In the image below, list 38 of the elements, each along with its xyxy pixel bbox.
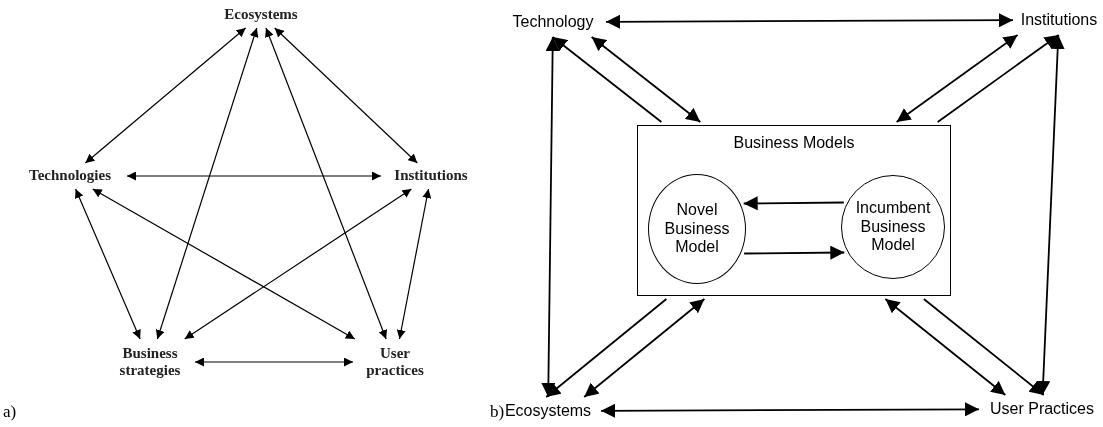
node-label: User practices (356, 342, 434, 382)
double-arrow (75, 188, 141, 340)
arrow (545, 298, 668, 398)
panel-label: b) (490, 402, 505, 422)
double-arrow (590, 36, 702, 123)
group-title: Business Models (732, 134, 856, 153)
node-label: Institutions (1016, 8, 1102, 32)
double-arrow (274, 27, 418, 164)
double-arrow (396, 188, 432, 340)
node-label: Business strategies (108, 342, 192, 382)
double-arrow (126, 171, 382, 181)
double-arrow (541, 36, 560, 398)
arrow (743, 245, 846, 260)
node-label: Technology (503, 10, 603, 34)
arrow (742, 196, 845, 211)
double-arrow (1036, 34, 1065, 396)
double-arrow (600, 402, 980, 418)
node-label: User Practices (982, 398, 1102, 420)
node-label: Ecosystems (213, 5, 309, 25)
panel-label: a) (3, 402, 17, 422)
double-arrow (84, 27, 247, 164)
node-label: Technologies (16, 166, 124, 186)
node-label: Institutions (384, 166, 478, 186)
double-arrow (895, 34, 1019, 123)
ellipse-node: Incumbent Business Model (841, 175, 945, 279)
double-arrow (583, 298, 706, 398)
double-arrow (155, 27, 259, 340)
double-arrow (884, 298, 1007, 396)
double-arrow (265, 27, 388, 340)
double-arrow (194, 357, 354, 367)
arrow (936, 34, 1060, 123)
ellipse-node: Novel Business Model (648, 174, 746, 284)
double-arrow (605, 13, 1014, 29)
group-box (637, 125, 951, 296)
arrow (922, 298, 1045, 396)
arrow (551, 36, 663, 123)
double-arrow (92, 188, 356, 340)
double-arrow (184, 188, 412, 340)
